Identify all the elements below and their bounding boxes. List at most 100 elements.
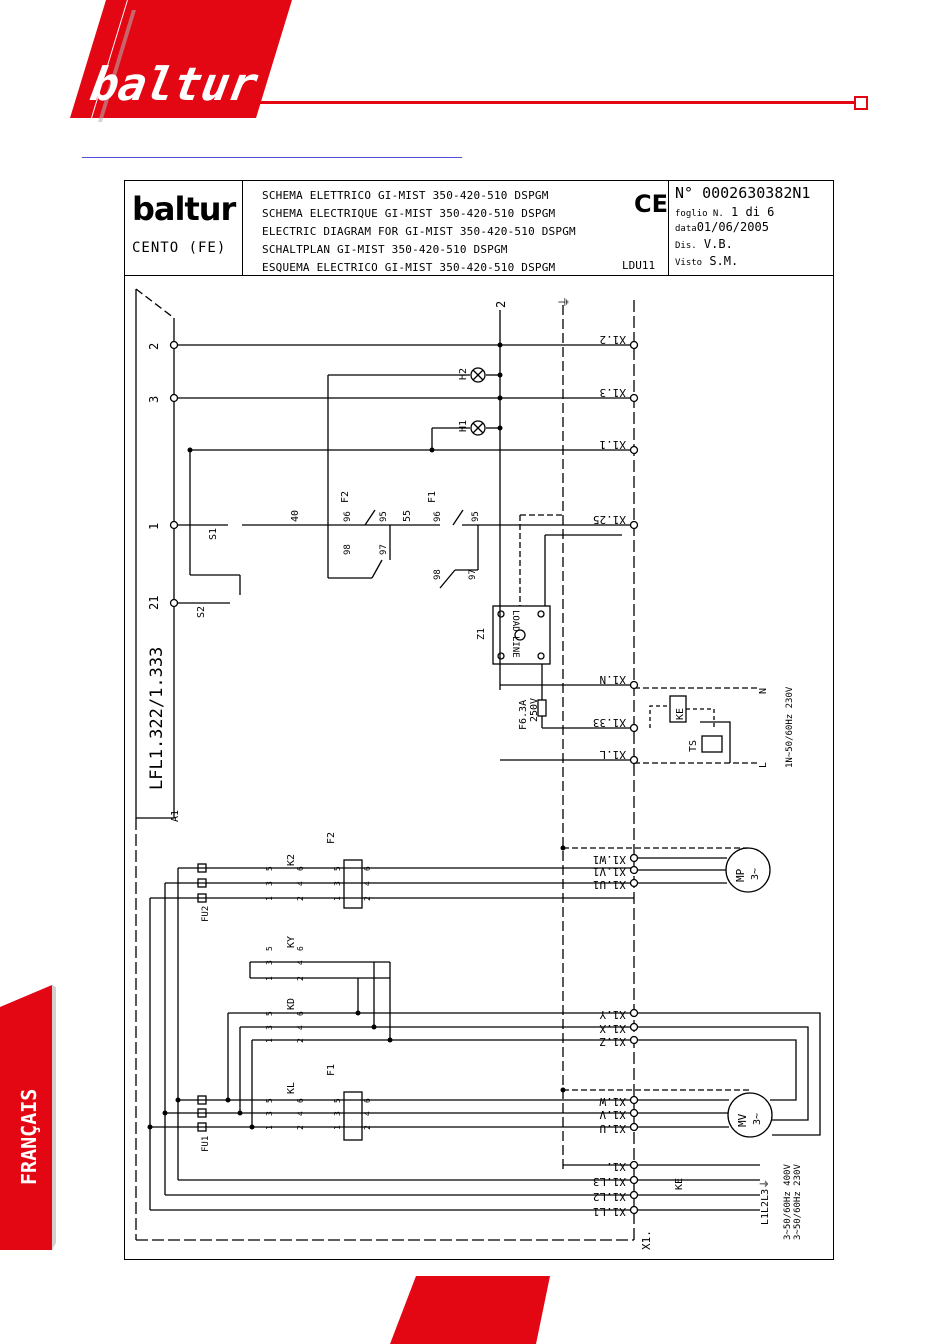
three-phase-230: 3~50/60Hz 230V — [793, 1164, 803, 1240]
checked-info: Visto S.M. — [675, 254, 738, 268]
terminal-x1-l1: X1.L1 — [593, 1205, 626, 1218]
mv-phase-label: 3~ — [752, 1113, 763, 1125]
pole-number: 5 — [265, 1098, 274, 1103]
pole-number: 1 — [265, 1038, 274, 1043]
date-label: data — [675, 224, 697, 234]
title-en: ELECTRIC DIAGRAM FOR GI-MIST 350-420-510… — [262, 225, 576, 238]
f2-label: F2 — [340, 491, 351, 503]
language-label: FRANÇAIS — [17, 1089, 41, 1185]
terminal-x1-l3: X1.L3 — [593, 1175, 626, 1188]
pole-number: 6 — [296, 866, 305, 871]
header-rule — [245, 101, 855, 104]
ky-label: KY — [286, 936, 297, 948]
z1-label: Z1 — [476, 628, 487, 640]
pole-number: 6 — [296, 1098, 305, 1103]
company-city: CENTO (FE) — [132, 240, 227, 256]
supply-l1l2l3: L1L2L3⏚ — [759, 1179, 771, 1225]
pole-number: 5 — [265, 1011, 274, 1016]
fuse-label: F6.3A — [518, 700, 529, 730]
drawn-info: Dis. V.B. — [675, 237, 733, 251]
terminal-x1-x: X1.X — [599, 1022, 626, 1035]
pole-number: 2 — [363, 896, 372, 901]
terminal-x1-u1: X1.U1 — [593, 878, 626, 891]
earth-label: ⏚ — [557, 296, 571, 308]
controller-terminal-2: 2 — [147, 343, 161, 350]
f2-overload-label: F2 — [326, 832, 337, 844]
pole-number: 1 — [333, 1125, 342, 1130]
z1-load-label: LOAD — [510, 610, 520, 632]
s2-label: S2 — [196, 606, 207, 618]
mp-phase-label: 3~ — [750, 868, 761, 880]
fu1-label: FU1 — [201, 1136, 211, 1152]
pole-number: 6 — [296, 1011, 305, 1016]
single-phase-supply: 1N~50/60Hz 230V — [785, 686, 795, 768]
pole-number: 3 — [265, 1025, 274, 1030]
fu2-label: FU2 — [201, 906, 211, 922]
pole-number: 2 — [296, 896, 305, 901]
checked-label: Visto — [675, 258, 703, 268]
sheet-info: foglio N. 1 di 6 — [675, 205, 774, 219]
f1-label: F1 — [427, 491, 438, 503]
x1-label: X1. — [640, 1230, 653, 1250]
pole-number: 3 — [265, 960, 274, 965]
header-rule-end — [854, 96, 868, 110]
pole-number: 6 — [363, 1098, 372, 1103]
drawing-code: LDU11 — [622, 259, 656, 272]
terminal-x1-u: X1.U — [600, 1122, 627, 1135]
supply-n-label: N — [758, 688, 769, 694]
terminal-x1-25: X1.25 — [593, 513, 626, 526]
terminal-x1-w: X1.W — [599, 1095, 626, 1108]
terminal-x1-y: X1.Y — [599, 1008, 626, 1021]
brand-logo: baltur — [70, 0, 292, 122]
pole-number: 2 — [296, 1038, 305, 1043]
h1-label: H1 — [458, 420, 469, 432]
sheet-value: 1 di 6 — [731, 205, 775, 219]
pole-number: 6 — [296, 946, 305, 951]
pole-number: 1 — [333, 896, 342, 901]
language-tab: FRANÇAIS — [0, 985, 56, 1250]
pole-number: 4 — [363, 1111, 372, 1116]
pole-number: 5 — [333, 1098, 342, 1103]
controller-terminal-1: 1 — [147, 523, 161, 530]
terminal-x1-v: X1.V — [599, 1108, 626, 1121]
kd-label: KD — [286, 998, 297, 1010]
title-block-divider — [242, 180, 243, 276]
title-fr: SCHEMA ELECTRIQUE GI-MIST 350-420-510 DS… — [262, 207, 556, 220]
drawn-label: Dis. — [675, 241, 697, 251]
pole-number: 4 — [363, 881, 372, 886]
s1-label: S1 — [208, 528, 219, 540]
h2-label: H2 — [458, 368, 469, 380]
terminal-x1-z: X1.Z — [599, 1035, 626, 1048]
contact-96-f2: 96 — [343, 511, 353, 522]
phase-label: 2 — [494, 301, 508, 308]
terminal-x1-l2: X1.L2 — [593, 1190, 626, 1203]
pole-number: 4 — [296, 881, 305, 886]
pole-number: 2 — [363, 1125, 372, 1130]
mv-label: MV — [736, 1113, 749, 1127]
ke-label-bottom: KE — [674, 1178, 685, 1190]
drawn-value: V.B. — [703, 237, 733, 251]
contact-95-f1: 95 — [471, 511, 481, 522]
pole-number: 3 — [265, 881, 274, 886]
controller-terminal-3: 3 — [147, 396, 161, 403]
contact-98-f1: 98 — [433, 569, 443, 580]
drawing-frame — [124, 180, 834, 1260]
logo-text: baltur — [86, 57, 262, 111]
wire-40-label: 40 — [290, 510, 301, 522]
kl-label: KL — [286, 1082, 297, 1094]
fuse-rating-label: 250V — [529, 698, 540, 722]
controller-ref: A1 — [170, 810, 181, 822]
contact-98-f2: 98 — [343, 544, 353, 555]
section-underline — [82, 157, 462, 158]
contact-96-f1: 96 — [433, 511, 443, 522]
terminal-x1-33: X1.33 — [593, 716, 626, 729]
contact-97-f1: 97 — [468, 569, 478, 580]
pole-number: 4 — [296, 960, 305, 965]
pole-number: 2 — [296, 1125, 305, 1130]
company-logo: baltur — [132, 190, 236, 228]
terminal-x1-3: X1.3 — [600, 386, 627, 399]
ts-label: TS — [688, 740, 699, 752]
f1-overload-label: F1 — [326, 1064, 337, 1076]
terminal-x1-n: X1.N — [600, 673, 627, 686]
